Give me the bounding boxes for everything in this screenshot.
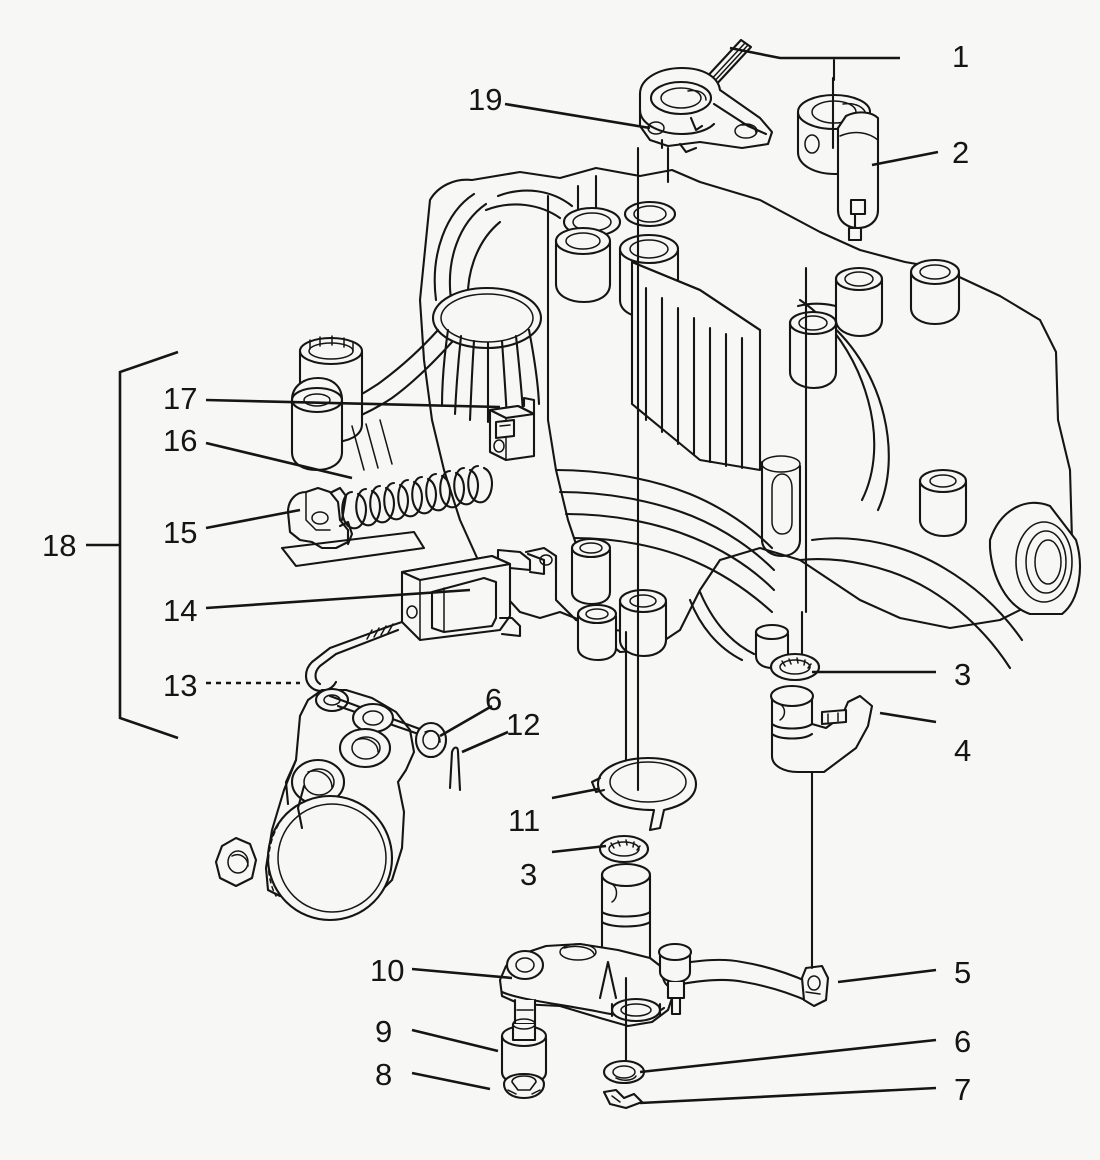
leader-line-washer bbox=[439, 704, 493, 738]
part-13-interlock-wire bbox=[304, 620, 404, 692]
part-11-snap-ring-seal bbox=[590, 756, 698, 832]
gasket-plate bbox=[280, 530, 426, 568]
part-15-detent-plunger bbox=[286, 486, 354, 550]
part-12-cotter-pin bbox=[448, 746, 462, 792]
leader-line-roll-pin bbox=[729, 46, 900, 60]
output-bore bbox=[988, 501, 1081, 616]
leader-line-selector-arm bbox=[504, 102, 651, 130]
leader-line-snap-ring-seal bbox=[551, 787, 599, 800]
callout-number-shift-shaft-lever: 10 bbox=[370, 953, 405, 988]
part-6-washer-left bbox=[414, 721, 448, 759]
leader-line-bushing bbox=[411, 1028, 499, 1053]
callout-number-bushing: 9 bbox=[375, 1014, 393, 1049]
part-10-shift-shaft-lever bbox=[498, 942, 676, 1028]
part-5-connecting-rod bbox=[657, 770, 830, 1016]
callout-number-interlock-cover: 14 bbox=[163, 593, 198, 628]
callout-number-washer: 6 bbox=[954, 1024, 972, 1059]
callout-number-retaining-washer: 3 bbox=[954, 657, 972, 692]
leader-line-detent-plunger bbox=[205, 508, 301, 530]
callout-number-selector-arm: 19 bbox=[468, 82, 503, 117]
callout-number-detent-spring: 16 bbox=[163, 423, 198, 458]
leader-line-interlock-cover bbox=[205, 588, 471, 610]
leader-line-detent-spring bbox=[205, 441, 353, 480]
callout-number-cotter-pin: 12 bbox=[506, 707, 541, 742]
callout-number-shift-fork-arm: 4 bbox=[954, 733, 972, 768]
part-3-retaining-washer-right bbox=[769, 610, 821, 682]
part-6-washer-lower bbox=[602, 1024, 646, 1085]
part-4-shift-fork-arm bbox=[769, 684, 874, 774]
callout-leaders bbox=[86, 46, 939, 1105]
leader-line-shift-lever-boot bbox=[871, 150, 939, 167]
callout-number-roll-pin: 1 bbox=[952, 39, 970, 74]
leader-line-connecting-rod bbox=[837, 968, 937, 984]
callout-number-shift-lever-boot: 2 bbox=[952, 135, 970, 170]
callout-number-detent-plunger: 15 bbox=[163, 515, 198, 550]
leader-line-spring-clip bbox=[639, 1086, 937, 1105]
callout-number-spring-clip: 7 bbox=[954, 1072, 972, 1107]
part-8-e-clip bbox=[502, 1072, 546, 1100]
callout-number-washer: 6 bbox=[485, 682, 503, 717]
callout-number-retaining-washer: 3 bbox=[520, 857, 538, 892]
leader-line-washer bbox=[639, 1038, 937, 1074]
callout-number-interlock-pin-wire: 13 bbox=[163, 668, 198, 703]
shift-tower-cover bbox=[214, 687, 432, 922]
callout-number-e-clip: 8 bbox=[375, 1057, 393, 1092]
part-19-selector-arm bbox=[638, 66, 774, 154]
callout-number-detent-retainer: 17 bbox=[163, 381, 198, 416]
part-3-retaining-washer-lower bbox=[598, 834, 650, 864]
callout-number-detent-assembly-bracket: 18 bbox=[42, 528, 77, 563]
part-7-spring-clip bbox=[602, 1088, 644, 1110]
leader-line-shift-shaft-lever bbox=[411, 967, 513, 980]
part-9-bushing bbox=[500, 1018, 548, 1086]
leader-line-cotter-pin bbox=[461, 730, 509, 754]
part-14-interlock-cover bbox=[400, 546, 558, 642]
callout-number-connecting-rod: 5 bbox=[954, 955, 972, 990]
part-2-shift-lever-socket bbox=[796, 76, 880, 242]
part-16-detent-spring bbox=[341, 464, 493, 530]
leader-line-shift-fork-arm bbox=[879, 711, 937, 724]
group-18-bracket bbox=[118, 350, 179, 740]
assembly-axis-lines bbox=[624, 58, 836, 1028]
callout-number-snap-ring-seal: 11 bbox=[508, 803, 541, 838]
part-17-detent-retainer bbox=[488, 396, 536, 462]
leader-line-e-clip bbox=[411, 1071, 491, 1091]
leader-line-retaining-washer bbox=[551, 844, 607, 854]
leader-line-detent-retainer bbox=[205, 398, 501, 409]
transmission-housing bbox=[290, 166, 1081, 670]
